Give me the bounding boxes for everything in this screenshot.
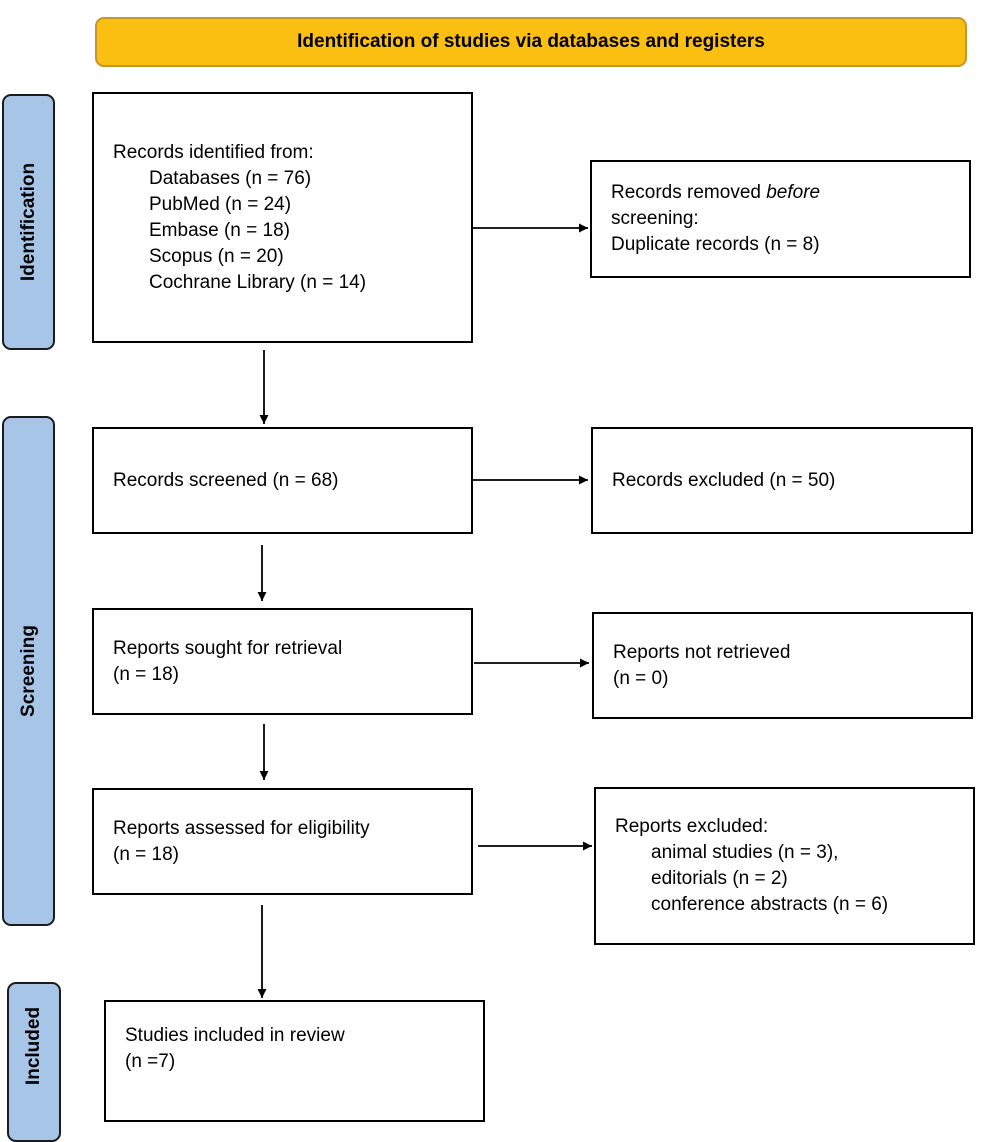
box-reports-not-retrieved: Reports not retrieved (n = 0) xyxy=(592,612,973,719)
diagram-header: Identification of studies via databases … xyxy=(95,17,967,67)
box-reports-sought: Reports sought for retrieval (n = 18) xyxy=(92,608,473,715)
records-removed-line3: Duplicate records (n = 8) xyxy=(611,234,820,255)
reports-excluded-item: animal studies (n = 3), xyxy=(651,842,839,863)
reports-excluded-item: editorials (n = 2) xyxy=(651,868,788,889)
reports-excluded-heading: Reports excluded: xyxy=(615,816,769,837)
box-records-screened: Records screened (n = 68) xyxy=(92,427,473,534)
reports-sought-line2: (n = 18) xyxy=(113,663,180,685)
header-title: Identification of studies via databases … xyxy=(297,31,765,52)
reports-not-retrieved-line1: Reports not retrieved xyxy=(613,641,791,663)
records-excluded-text: Records excluded (n = 50) xyxy=(612,469,836,491)
reports-assessed-line2: (n = 18) xyxy=(113,843,180,865)
box-reports-assessed: Reports assessed for eligibility (n = 18… xyxy=(92,788,473,895)
box-records-removed: Records removed before screening: Duplic… xyxy=(590,160,971,278)
records-removed-emphasis: before xyxy=(766,182,821,203)
box-records-identified: Records identified from: Databases (n = … xyxy=(92,92,473,343)
box-studies-included: Studies included in review (n =7) xyxy=(104,1000,485,1122)
records-identified-item: Cochrane Library (n = 14) xyxy=(149,271,367,293)
reports-sought-line1: Reports sought for retrieval xyxy=(113,637,343,659)
records-screened-text: Records screened (n = 68) xyxy=(113,469,339,491)
records-identified-item: Scopus (n = 20) xyxy=(149,245,284,267)
reports-not-retrieved-line2: (n = 0) xyxy=(613,667,669,689)
records-removed-line2: screening: xyxy=(611,208,699,229)
studies-included-line1: Studies included in review xyxy=(125,1025,345,1046)
stage-screening: Screening xyxy=(2,416,55,926)
box-records-excluded: Records excluded (n = 50) xyxy=(591,427,973,534)
records-removed-prefix: Records removed xyxy=(611,182,767,203)
records-identified-item: Databases (n = 76) xyxy=(149,167,312,189)
records-identified-item: PubMed (n = 24) xyxy=(149,193,292,215)
reports-assessed-line1: Reports assessed for eligibility xyxy=(113,817,370,839)
records-identified-item: Embase (n = 18) xyxy=(149,219,290,241)
stage-identification: Identification xyxy=(2,94,55,350)
box-reports-excluded: Reports excluded: animal studies (n = 3)… xyxy=(594,787,975,945)
studies-included-line2: (n =7) xyxy=(125,1051,176,1072)
records-identified-heading: Records identified from: xyxy=(113,141,314,163)
stage-included: Included xyxy=(7,982,61,1142)
records-removed-line1: Records removed before xyxy=(611,180,969,206)
reports-excluded-item: conference abstracts (n = 6) xyxy=(651,894,889,915)
